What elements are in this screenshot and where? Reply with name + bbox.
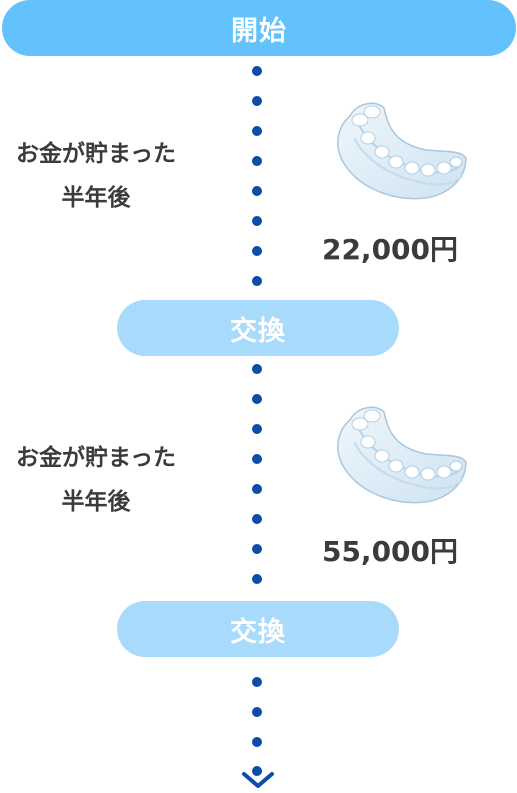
aligner-tray-icon — [337, 102, 467, 200]
swap-label: 交換 — [230, 315, 286, 347]
step-price-1: 22,000円 — [321, 233, 459, 266]
aligner-tray-icon — [337, 406, 467, 504]
timeline-dot — [252, 126, 262, 136]
timeline-dot — [252, 454, 262, 464]
step-label-1: お金が貯まった 半年後 — [0, 132, 192, 220]
timeline-dot — [252, 186, 262, 196]
step-label-line1: お金が貯まった — [15, 445, 177, 471]
timeline-dot — [252, 574, 262, 584]
timeline-dot — [252, 484, 262, 494]
chevron-down-icon — [242, 772, 274, 788]
step-label-line1: お金が貯まった — [15, 141, 177, 167]
timeline-dot — [252, 424, 262, 434]
timeline-dot — [252, 737, 262, 747]
step-label-2: お金が貯まった 半年後 — [0, 436, 192, 524]
timeline-dot — [252, 677, 262, 687]
swap-banner-1: 交換 — [117, 300, 399, 356]
start-label: 開始 — [231, 15, 287, 47]
start-banner: 開始 — [2, 0, 516, 56]
timeline-dot — [252, 96, 262, 106]
timeline-dot — [252, 216, 262, 226]
swap-banner-2: 交換 — [117, 601, 399, 657]
timeline-dot — [252, 394, 262, 404]
timeline-dot — [252, 514, 262, 524]
timeline-dot — [252, 156, 262, 166]
step-price-2: 55,000円 — [321, 535, 459, 568]
timeline-dot — [252, 364, 262, 374]
timeline-dot — [252, 276, 262, 286]
swap-label: 交換 — [230, 616, 286, 648]
timeline-dot — [252, 66, 262, 76]
step-label-line2: 半年後 — [61, 489, 131, 515]
step-label-line2: 半年後 — [61, 185, 131, 211]
timeline-dot — [252, 544, 262, 554]
timeline-dot — [252, 246, 262, 256]
timeline-dot — [252, 707, 262, 717]
timeline-dot — [252, 766, 262, 776]
